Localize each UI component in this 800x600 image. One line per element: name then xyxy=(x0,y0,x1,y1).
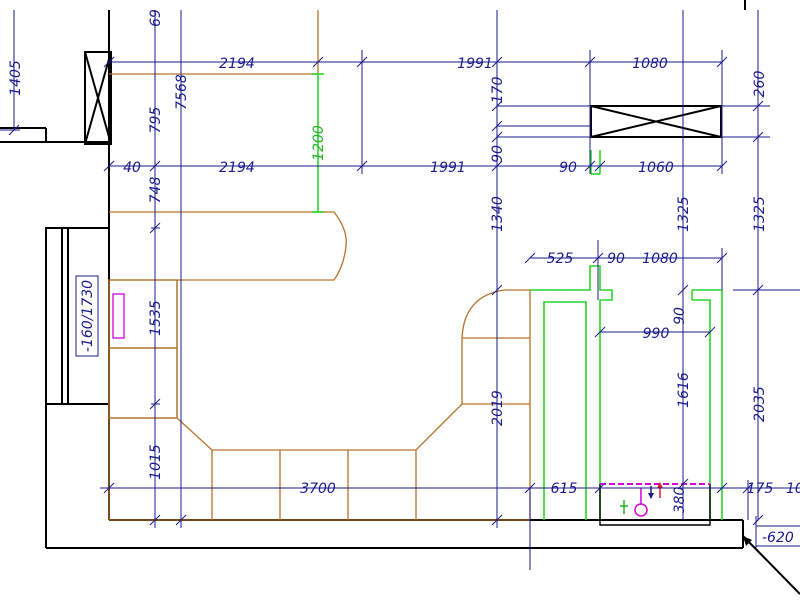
dim-3700: 3700 xyxy=(300,481,336,497)
dim-40: 40 xyxy=(123,160,141,176)
dim-2194-top: 2194 xyxy=(219,56,255,72)
dim-2035: 2035 xyxy=(752,386,768,422)
dim-7568: 7568 xyxy=(174,74,190,110)
dim-615: 615 xyxy=(551,481,578,497)
dim-90-a: 90 xyxy=(490,145,506,163)
dimension-lines xyxy=(0,10,800,570)
dim-990: 990 xyxy=(643,326,670,342)
dim-1200: 1200 xyxy=(311,125,327,161)
dim-10: 10 xyxy=(786,481,800,497)
dim-1080-mid: 1080 xyxy=(642,251,678,267)
dim-1325-a: 1325 xyxy=(676,196,692,232)
appliance-outlines xyxy=(312,73,723,520)
vent-box xyxy=(84,51,112,145)
outlet-icons xyxy=(620,482,663,517)
dim-1060: 1060 xyxy=(638,160,674,176)
hood-box xyxy=(590,105,722,138)
dim-175: 175 xyxy=(747,481,774,497)
sink-recess xyxy=(599,484,711,526)
dim-1991-top: 1991 xyxy=(457,56,493,72)
dim-69: 69 xyxy=(148,9,164,27)
dim-2019: 2019 xyxy=(490,390,506,426)
socket-icon xyxy=(634,503,648,517)
dim-260: 260 xyxy=(752,71,768,98)
dim-795: 795 xyxy=(148,107,164,134)
dim-1405: 1405 xyxy=(8,60,24,96)
dim-1991-mid: 1991 xyxy=(430,160,466,176)
dim-2194-mid: 2194 xyxy=(219,160,255,176)
dim-380: 380 xyxy=(672,487,688,514)
dim-170: 170 xyxy=(490,77,506,104)
dim-1535: 1535 xyxy=(148,300,164,336)
dim-1340: 1340 xyxy=(490,196,506,232)
dim-1015: 1015 xyxy=(148,444,164,480)
dim-90-c: 90 xyxy=(607,251,625,267)
window-label: -160/1730 xyxy=(80,280,96,352)
dim-1616: 1616 xyxy=(676,372,692,408)
cabinets xyxy=(108,10,531,521)
dim-90-b: 90 xyxy=(559,160,577,176)
dimension-ticks xyxy=(8,56,764,526)
dim-1325-b: 1325 xyxy=(752,196,768,232)
dim-748: 748 xyxy=(148,177,164,204)
outlet-box xyxy=(112,293,125,339)
dim-620: -620 xyxy=(762,530,794,546)
dim-525: 525 xyxy=(547,251,574,267)
dim-90-d: 90 xyxy=(672,307,688,325)
window-frame xyxy=(45,227,110,405)
dimension-labels: 1405 69 7568 795 748 1535 1015 2194 1991… xyxy=(8,9,800,546)
dim-1080-top: 1080 xyxy=(632,56,668,72)
